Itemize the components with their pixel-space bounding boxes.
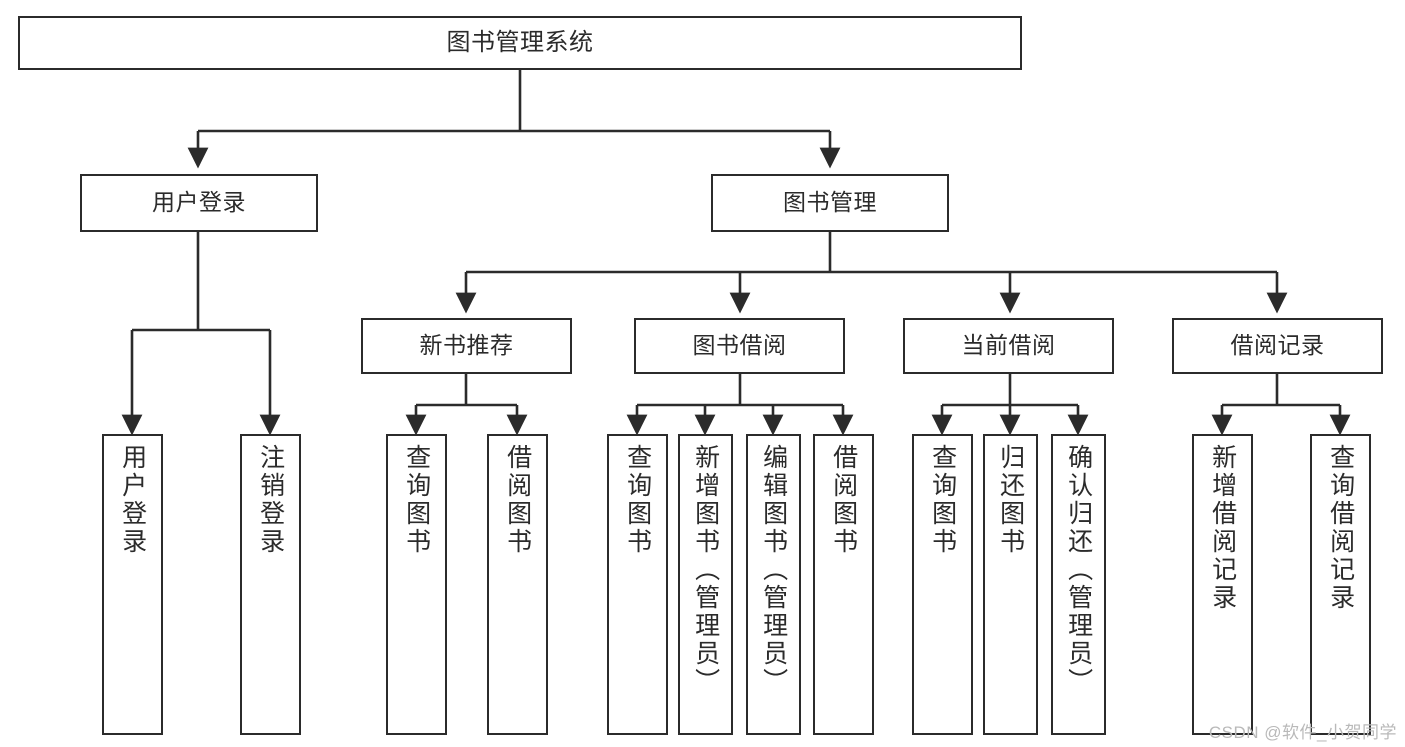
leaf-borrow-book-recommend[interactable]: 借阅图书 — [487, 434, 548, 735]
node-label: 用户登录 — [152, 189, 246, 216]
node-label: 新增借阅记录 — [1208, 444, 1237, 612]
leaf-query-borrow-record[interactable]: 查询借阅记录 — [1310, 434, 1371, 735]
node-label: 图书管理系统 — [446, 28, 594, 56]
node-label: 新书推荐 — [419, 332, 514, 359]
node-label: 归还图书 — [996, 444, 1025, 556]
node-current-borrow[interactable]: 当前借阅 — [903, 318, 1114, 374]
node-label: 查询图书 — [402, 444, 431, 556]
node-root-system[interactable]: 图书管理系统 — [18, 16, 1022, 70]
node-label: 新增图书（管理员） — [691, 444, 720, 696]
node-label: 图书借阅 — [692, 332, 787, 359]
leaf-query-book-current[interactable]: 查询图书 — [912, 434, 973, 735]
leaf-user-logout[interactable]: 注销登录 — [240, 434, 301, 735]
node-label: 查询借阅记录 — [1326, 444, 1355, 612]
node-label: 图书管理 — [783, 189, 877, 216]
leaf-borrow-book[interactable]: 借阅图书 — [813, 434, 874, 735]
leaf-add-book[interactable]: 新增图书（管理员） — [678, 434, 733, 735]
node-label: 借阅图书 — [503, 444, 532, 556]
leaf-return-book[interactable]: 归还图书 — [983, 434, 1038, 735]
leaf-query-book-recommend[interactable]: 查询图书 — [386, 434, 447, 735]
node-user-login[interactable]: 用户登录 — [80, 174, 318, 232]
node-label: 借阅图书 — [829, 444, 858, 556]
node-new-book-recommend[interactable]: 新书推荐 — [361, 318, 572, 374]
node-label: 当前借阅 — [961, 332, 1056, 359]
node-book-manage[interactable]: 图书管理 — [711, 174, 949, 232]
leaf-query-book-borrow[interactable]: 查询图书 — [607, 434, 668, 735]
node-label: 借阅记录 — [1230, 332, 1325, 359]
node-borrow-record[interactable]: 借阅记录 — [1172, 318, 1383, 374]
node-label: 注销登录 — [256, 444, 285, 556]
watermark: CSDN @软件_小贺同学 — [1208, 723, 1397, 742]
node-label: 查询图书 — [623, 444, 652, 556]
node-label: 用户登录 — [118, 444, 147, 556]
leaf-user-login[interactable]: 用户登录 — [102, 434, 163, 735]
leaf-confirm-return[interactable]: 确认归还（管理员） — [1051, 434, 1106, 735]
node-label: 查询图书 — [928, 444, 957, 556]
node-label: 确认归还（管理员） — [1064, 444, 1093, 696]
node-label: 编辑图书（管理员） — [759, 444, 788, 696]
leaf-edit-book[interactable]: 编辑图书（管理员） — [746, 434, 801, 735]
leaf-add-borrow-record[interactable]: 新增借阅记录 — [1192, 434, 1253, 735]
node-book-borrow[interactable]: 图书借阅 — [634, 318, 845, 374]
